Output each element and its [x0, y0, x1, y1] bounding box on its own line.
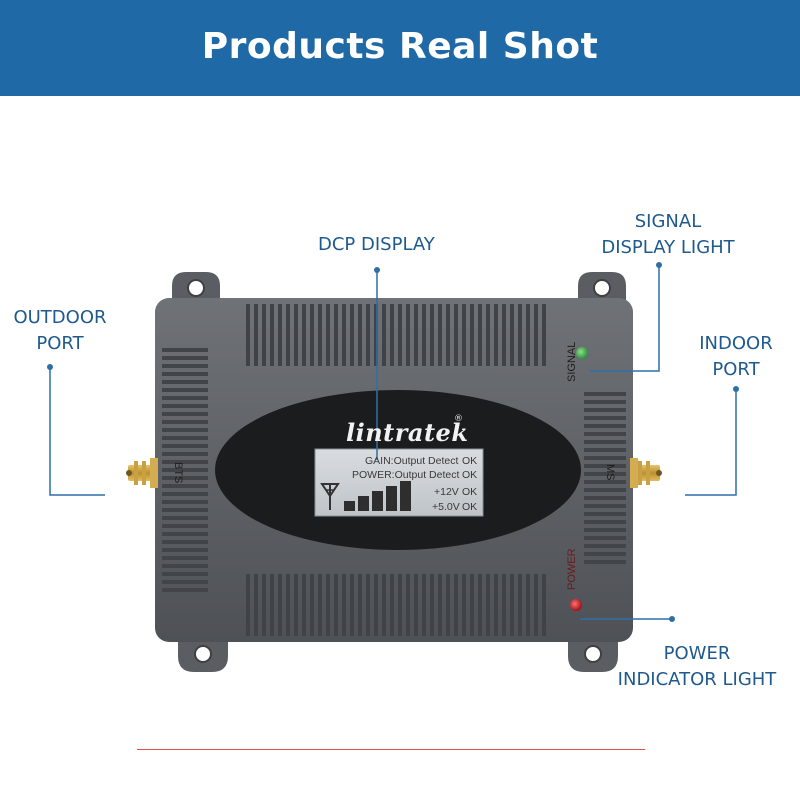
mounting-ear-bottom-right [568, 636, 618, 672]
bts-label: BTS [172, 462, 184, 484]
signal-led [576, 347, 588, 359]
lcd-panel [314, 448, 484, 517]
signal-bar [400, 481, 411, 511]
cooling-fins-left [162, 348, 208, 592]
callout-outdoor-port: OUTDOOR PORT [13, 307, 107, 354]
mounting-ear-top-left [172, 272, 220, 300]
mounting-ear-bottom-left [178, 636, 228, 672]
lcd-5v-label: +5.0V [432, 501, 460, 513]
brand-logo: lintratek [346, 418, 469, 447]
power-led [570, 599, 582, 611]
signal-strength-bars [344, 481, 411, 511]
footer-divider [137, 749, 645, 750]
outdoor-port-connector [126, 458, 158, 488]
signal-label: SIGNAL [566, 341, 578, 382]
lcd-gain-label: GAIN:Output Detect [365, 455, 459, 467]
signal-bar [372, 491, 383, 511]
callout-dots [47, 262, 739, 622]
header-banner: Products Real Shot [0, 0, 800, 96]
lcd-12v-label: +12V [434, 486, 459, 498]
callout-signal-light: SIGNAL DISPLAY LIGHT [601, 211, 735, 258]
antenna-icon [320, 483, 340, 510]
registered-mark: ® [454, 414, 463, 424]
mounting-ear-top-right [578, 272, 626, 300]
page-title: Products Real Shot [201, 25, 599, 67]
signal-bar [344, 501, 355, 511]
cooling-fins-top [246, 304, 546, 366]
lcd-power-status: OK [462, 469, 478, 481]
power-label: POWER [566, 548, 578, 590]
callout-leader-lines [49, 265, 737, 620]
lcd-power-label: POWER:Output Detect [352, 469, 460, 481]
callout-dcp-display: DCP DISPLAY [318, 234, 435, 255]
lcd-5v-status: OK [462, 501, 478, 513]
cooling-fins-bottom [246, 574, 546, 636]
cooling-fins-right [584, 392, 626, 564]
lcd-12v-status: OK [462, 486, 478, 498]
callout-power-light: POWER INDICATOR LIGHT [617, 643, 777, 690]
callout-indoor-port: INDOOR PORT [699, 333, 773, 380]
signal-bar [358, 496, 369, 511]
lcd-gain-status: OK [462, 455, 478, 467]
ms-label: MS [604, 464, 616, 481]
indoor-port-connector [630, 458, 662, 488]
signal-bar [386, 486, 397, 511]
